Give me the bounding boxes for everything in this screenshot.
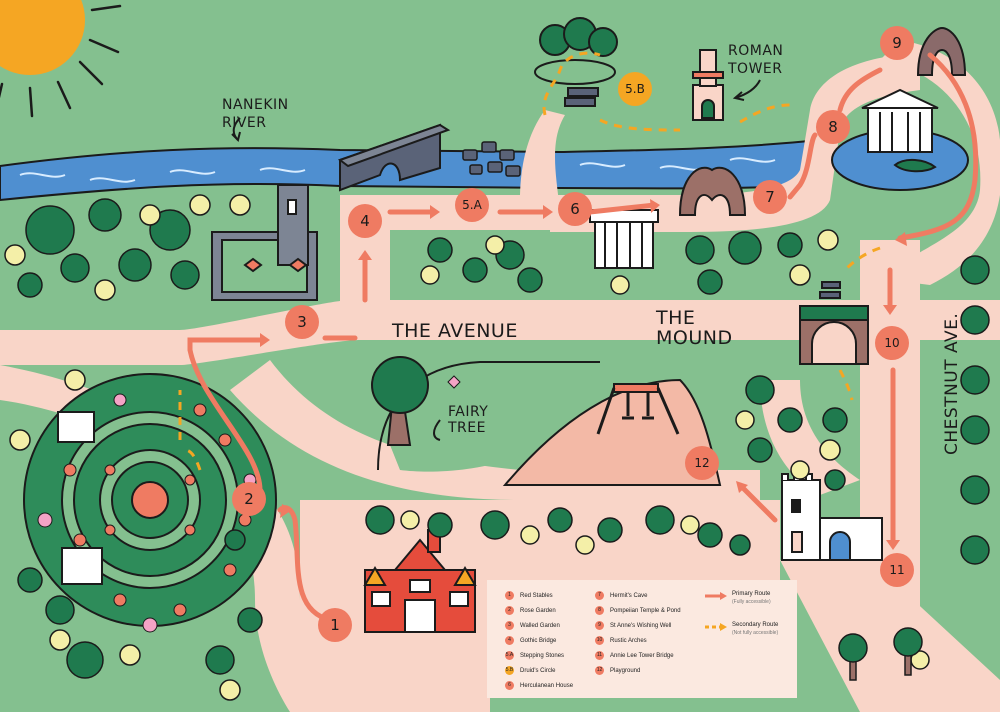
herculanean-house-icon [589,209,659,269]
primary-arrowheads [260,199,907,550]
marker-5b[interactable]: 5.B [618,72,652,106]
fairy-tree-label: FAIRY TREE [448,404,489,436]
stepping-stones-icon [462,141,521,177]
marker-4[interactable]: 4 [348,204,382,238]
fairy-tree-icon [371,356,429,446]
primary-route-sub: (Fully accessible) [732,599,771,605]
marker-10[interactable]: 10 [875,326,909,360]
gothic-bridge-icon [337,123,451,192]
swings-icon [596,383,680,435]
marker-6[interactable]: 6 [558,192,592,226]
marker-1[interactable]: 1 [318,608,352,642]
secondary-route-swatch [705,623,727,631]
red-stables-icon [363,529,477,633]
chestnut-ave-label: CHESTNUT AVE. [942,312,962,455]
primary-route-swatch [705,592,727,600]
marker-11[interactable]: 11 [880,553,914,587]
rustic-arches-icon [799,281,869,365]
druids-circle-icon [534,17,618,107]
secondary-route [178,51,881,471]
roman-tower-label: ROMAN TOWER [728,43,784,77]
secondary-route-label: Secondary Route [732,622,779,628]
marker-9[interactable]: 9 [880,26,914,60]
primary-route [187,52,979,623]
sun-icon [0,0,122,118]
marker-5a[interactable]: 5.A [455,188,489,222]
marker-3[interactable]: 3 [285,305,319,339]
marker-8[interactable]: 8 [816,110,850,144]
marker-12[interactable]: 12 [685,446,719,480]
avenue-label: THE AVENUE [392,320,518,342]
roman-tower-icon [692,49,724,121]
river-label: NANEKIN RIVER [222,97,289,131]
pompeiian-temple-icon [831,88,969,191]
mound-label: THE MOUND [656,307,733,349]
primary-route-label: Primary Route [732,591,771,597]
butterfly-icon [447,375,461,389]
secondary-route-sub: (Not fully accessible) [732,630,779,636]
walled-garden-icon [211,184,318,301]
chestnut-trees [838,627,923,681]
marker-7[interactable]: 7 [753,180,787,214]
marker-2[interactable]: 2 [232,482,266,516]
hermits-cave-icon [678,166,747,216]
